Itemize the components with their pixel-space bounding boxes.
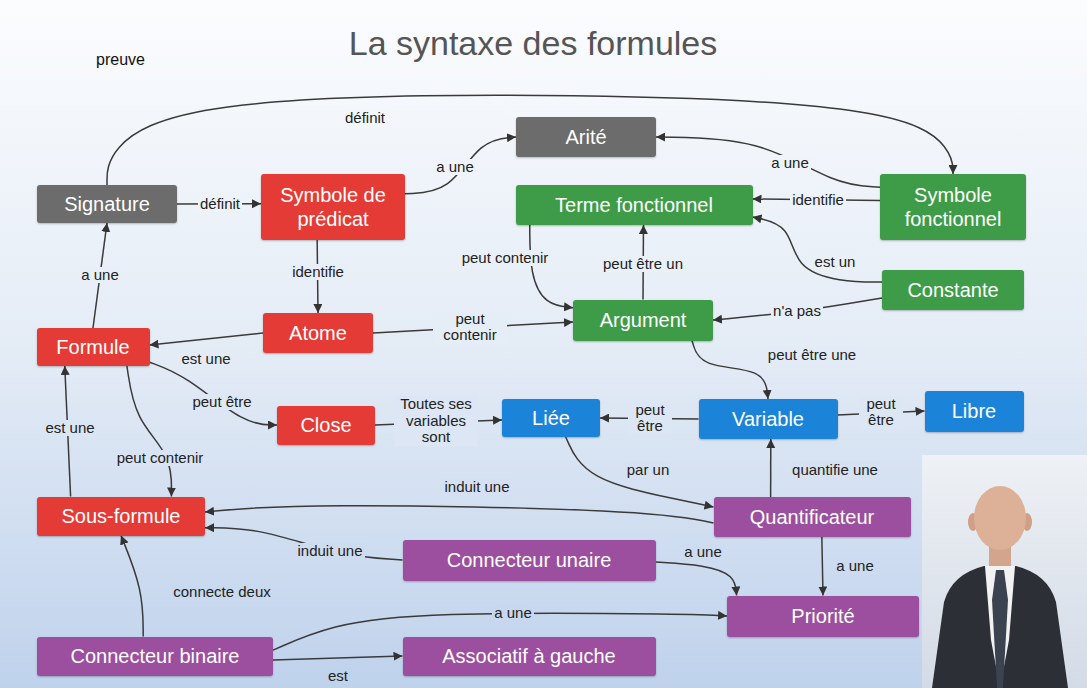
- relation-label: peut contenir: [460, 250, 551, 267]
- concept-box: Symbole de prédicat: [261, 174, 405, 240]
- relation-label: identifie: [290, 264, 346, 281]
- relation-arrow: [770, 439, 772, 497]
- relation-label: peut être un: [601, 256, 685, 273]
- concept-name: Constante: [907, 278, 998, 302]
- relation-label: quantifie une: [790, 462, 880, 479]
- relation-label: induit une: [295, 543, 364, 560]
- concept-name: Variable: [732, 407, 804, 431]
- relation-label: a une: [434, 159, 476, 176]
- relation-label: n'a pas: [771, 303, 823, 320]
- diagram-title: La syntaxe des formules: [349, 24, 718, 63]
- concept-name: Priorité: [791, 604, 854, 628]
- relation-label: a une: [492, 605, 534, 622]
- concept-box: Variable: [699, 399, 838, 439]
- concept-name: Libre: [952, 399, 996, 423]
- relation-label: peut contenir: [115, 450, 206, 467]
- concept-name: Symbole de prédicat: [269, 183, 397, 231]
- relation-label: définit: [343, 110, 387, 127]
- relation-arrow: [405, 137, 516, 194]
- concept-name: Formule: [56, 335, 129, 359]
- relation-label: par un: [625, 462, 672, 479]
- concept-name: Signature: [64, 192, 150, 216]
- relation-label: a une: [682, 544, 724, 561]
- presenter-suit: [932, 566, 1068, 688]
- relation-label: identifie: [790, 192, 846, 209]
- concept-box: Quantificateur: [714, 497, 911, 537]
- concept-name: Atome: [289, 321, 347, 345]
- presenter-head: [974, 486, 1026, 550]
- concept-box: Formule: [37, 328, 150, 366]
- relation-label: a une: [79, 267, 121, 284]
- concept-box: Signature: [37, 185, 177, 223]
- concept-box: Atome: [263, 313, 373, 353]
- presenter-tie: [992, 570, 1008, 688]
- concept-name: Sous-formule: [62, 504, 181, 528]
- concept-box: Terme fonctionnel: [516, 185, 753, 225]
- presenter-photo: [922, 455, 1087, 688]
- relation-label: Toutes ses variables sont: [394, 396, 478, 446]
- relation-arrow: [107, 95, 953, 185]
- relation-label: a une: [834, 558, 876, 575]
- relation-label: induit une: [442, 479, 511, 496]
- concept-box: Close: [277, 406, 375, 445]
- relation-label: est une: [43, 420, 96, 437]
- note-label: preuve: [96, 51, 145, 69]
- relation-label: définit: [198, 196, 242, 213]
- photo-frame: [922, 455, 1087, 688]
- concept-name: Terme fonctionnel: [555, 193, 713, 217]
- relation-arrow: [273, 656, 403, 660]
- relation-label: peut être: [190, 394, 253, 411]
- relation-arrow: [656, 562, 737, 595]
- relation-arrow: [530, 225, 573, 308]
- concept-name: Associatif à gauche: [442, 644, 615, 668]
- relation-arrow: [205, 506, 714, 523]
- concept-box: Sous-formule: [37, 497, 205, 536]
- concept-box: Libre: [925, 391, 1024, 432]
- relation-arrow: [150, 333, 264, 345]
- relation-label: est: [326, 668, 350, 685]
- relation-arrow: [121, 536, 143, 637]
- relation-label: est une: [179, 351, 232, 368]
- concept-box: Connecteur unaire: [403, 540, 656, 581]
- relation-label: peut être: [859, 396, 903, 429]
- concept-box: Argument: [573, 300, 713, 341]
- relation-arrow: [150, 362, 278, 425]
- presenter-shirt: [985, 566, 1015, 688]
- concept-name: Argument: [600, 308, 687, 332]
- concept-name: Liée: [532, 406, 570, 430]
- relation-arrow: [713, 298, 882, 320]
- relation-label: est un: [813, 254, 858, 271]
- concept-name: Quantificateur: [750, 505, 875, 529]
- relation-arrow: [127, 366, 172, 497]
- relation-label: a une: [769, 155, 811, 172]
- relation-arrow: [822, 537, 823, 596]
- concept-name: Close: [300, 413, 351, 437]
- concept-box: Arité: [516, 117, 656, 157]
- concept-box: Priorité: [727, 596, 919, 637]
- relation-arrow: [692, 341, 768, 400]
- concept-name: Connecteur binaire: [71, 644, 240, 668]
- concept-name: Arité: [565, 125, 606, 149]
- relation-label: peut contenir: [433, 311, 507, 344]
- relation-label: peut être une: [766, 347, 858, 364]
- concept-name: Connecteur unaire: [447, 548, 612, 572]
- concept-box: Liée: [502, 399, 600, 437]
- relation-arrow: [753, 217, 883, 282]
- relation-label: peut être: [628, 402, 672, 435]
- concept-box: Connecteur binaire: [37, 637, 273, 676]
- concept-box: Associatif à gauche: [403, 637, 656, 676]
- relation-label: connecte deux: [171, 584, 273, 601]
- concept-name: Symbole fonctionnel: [888, 183, 1018, 231]
- relation-arrow: [205, 528, 403, 560]
- concept-box: Constante: [882, 270, 1024, 310]
- relation-arrow: [566, 437, 714, 507]
- relation-arrow: [656, 137, 880, 187]
- concept-box: Symbole fonctionnel: [880, 174, 1026, 240]
